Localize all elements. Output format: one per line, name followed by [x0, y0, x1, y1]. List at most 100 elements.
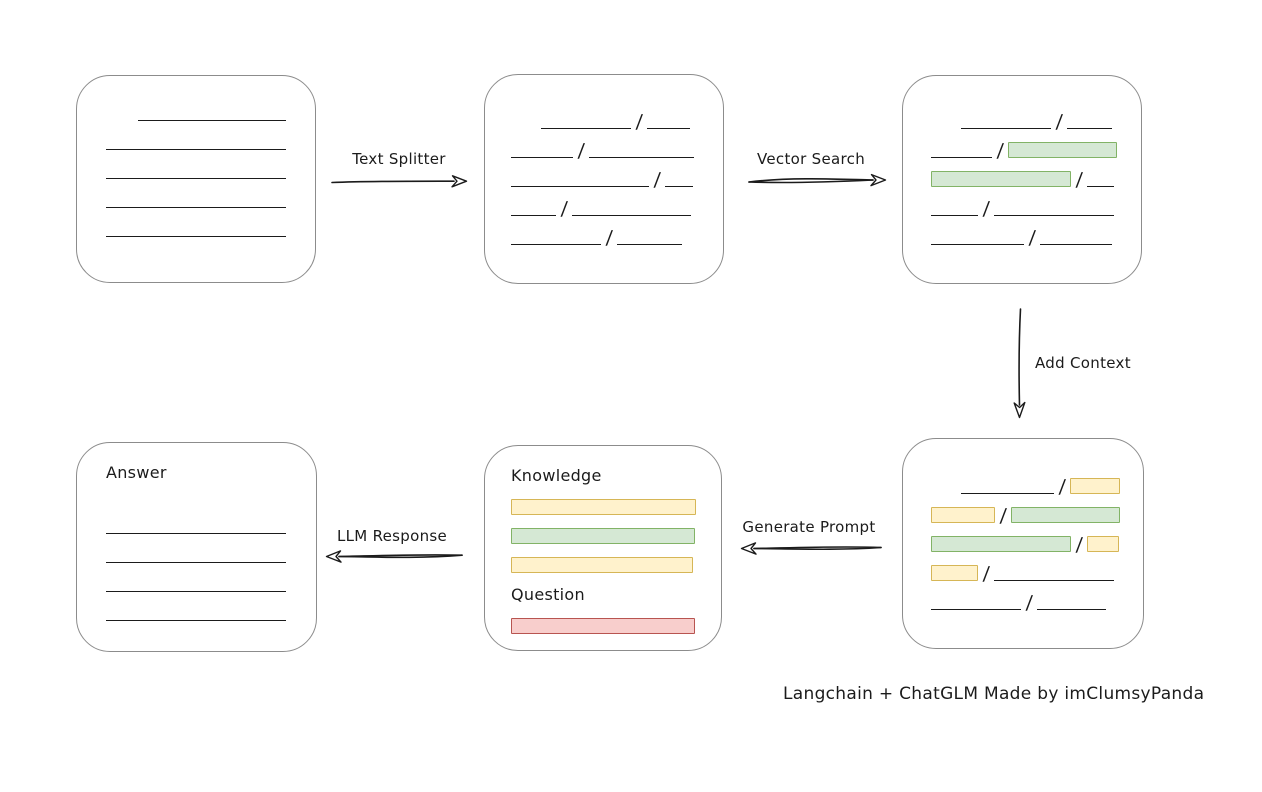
text-line	[994, 215, 1115, 216]
llm-response-label: LLM Response	[336, 527, 448, 545]
text-splitter-label: Text Splitter	[352, 150, 446, 168]
vector-result-box: / / / / /	[902, 75, 1142, 284]
text-row: /	[931, 476, 1143, 498]
question-bars	[511, 617, 721, 634]
text-line	[931, 215, 978, 216]
vector-search-arrow-icon	[748, 173, 887, 187]
text-line	[617, 244, 683, 245]
text-line	[665, 186, 694, 187]
slash-separator: /	[653, 169, 662, 191]
slash-separator: /	[996, 140, 1005, 162]
text-line	[511, 186, 649, 187]
slash-separator: /	[982, 198, 991, 220]
slash-separator: /	[999, 505, 1008, 527]
text-line	[511, 157, 573, 158]
yellow-highlight-bar	[1087, 536, 1120, 552]
text-row: /	[931, 592, 1143, 614]
slash-separator: /	[1055, 111, 1064, 133]
text-line	[106, 149, 286, 150]
text-line	[931, 244, 1024, 245]
yellow-highlight-bar	[511, 499, 696, 515]
vector-search-label: Vector Search	[757, 150, 865, 168]
green-highlight-bar	[931, 171, 1071, 187]
generate-prompt-arrow-icon	[740, 542, 882, 555]
text-row: /	[931, 140, 1141, 162]
text-line	[647, 128, 691, 129]
text-row	[106, 104, 315, 121]
text-row: /	[931, 505, 1143, 527]
llm-response-arrow-icon	[325, 550, 463, 563]
add-context-label: Add Context	[1035, 354, 1131, 372]
text-row	[511, 527, 721, 544]
knowledge-label: Knowledge	[511, 466, 602, 485]
text-line	[1067, 128, 1113, 129]
text-line	[106, 562, 286, 563]
slash-separator: /	[577, 140, 586, 162]
text-row: /	[931, 534, 1143, 556]
text-line	[931, 609, 1021, 610]
text-row: /	[511, 140, 723, 162]
text-splitter-arrow-icon	[331, 175, 468, 188]
green-highlight-bar	[511, 528, 695, 544]
document-lines	[106, 104, 315, 237]
green-highlight-bar	[1008, 142, 1118, 158]
text-line	[106, 591, 286, 592]
text-row: /	[931, 111, 1141, 133]
text-line	[1037, 609, 1107, 610]
slash-separator: /	[635, 111, 644, 133]
text-line	[106, 533, 286, 534]
text-row	[106, 191, 315, 208]
red-highlight-bar	[511, 618, 695, 634]
text-line	[541, 128, 631, 129]
yellow-highlight-bar	[931, 507, 995, 523]
text-line	[1087, 186, 1115, 187]
text-line	[961, 493, 1054, 494]
caption: Langchain + ChatGLM Made by imClumsyPand…	[783, 684, 1205, 704]
text-row	[106, 517, 316, 534]
text-line	[572, 215, 692, 216]
text-row: /	[931, 169, 1141, 191]
context-lines: / / / / /	[931, 476, 1143, 614]
green-highlight-bar	[931, 536, 1071, 552]
slash-separator: /	[1025, 592, 1034, 614]
text-line	[994, 580, 1115, 581]
text-line	[106, 178, 286, 179]
text-line	[961, 128, 1051, 129]
text-row	[106, 575, 316, 592]
slash-separator: /	[605, 227, 614, 249]
answer-box: Answer	[76, 442, 317, 652]
yellow-highlight-bar	[1070, 478, 1121, 494]
text-line	[511, 244, 601, 245]
add-context-arrow-icon	[1013, 308, 1026, 419]
prompt-box: Knowledge Question	[484, 445, 722, 651]
context-box: / / / / /	[902, 438, 1144, 649]
text-row	[511, 498, 721, 515]
text-row: /	[511, 111, 723, 133]
generate-prompt-label: Generate Prompt	[742, 518, 876, 536]
text-line	[511, 215, 556, 216]
text-row	[106, 133, 315, 150]
slash-separator: /	[1075, 169, 1084, 191]
split-text-lines: /////	[511, 111, 723, 249]
document-box	[76, 75, 316, 283]
text-row	[511, 556, 721, 573]
slash-separator: /	[1058, 476, 1067, 498]
text-line	[1040, 244, 1113, 245]
text-line	[106, 620, 286, 621]
green-highlight-bar	[1011, 507, 1121, 523]
text-row	[106, 546, 316, 563]
text-row: /	[931, 227, 1141, 249]
question-label: Question	[511, 585, 585, 604]
text-line	[106, 207, 286, 208]
text-row: /	[931, 198, 1141, 220]
text-row: /	[511, 169, 723, 191]
yellow-highlight-bar	[511, 557, 693, 573]
text-line	[138, 120, 286, 121]
slash-separator: /	[982, 563, 991, 585]
text-row: /	[511, 227, 723, 249]
text-row	[106, 162, 315, 179]
text-line	[106, 236, 286, 237]
text-row: /	[931, 563, 1143, 585]
text-row	[106, 604, 316, 621]
slash-separator: /	[1075, 534, 1084, 556]
